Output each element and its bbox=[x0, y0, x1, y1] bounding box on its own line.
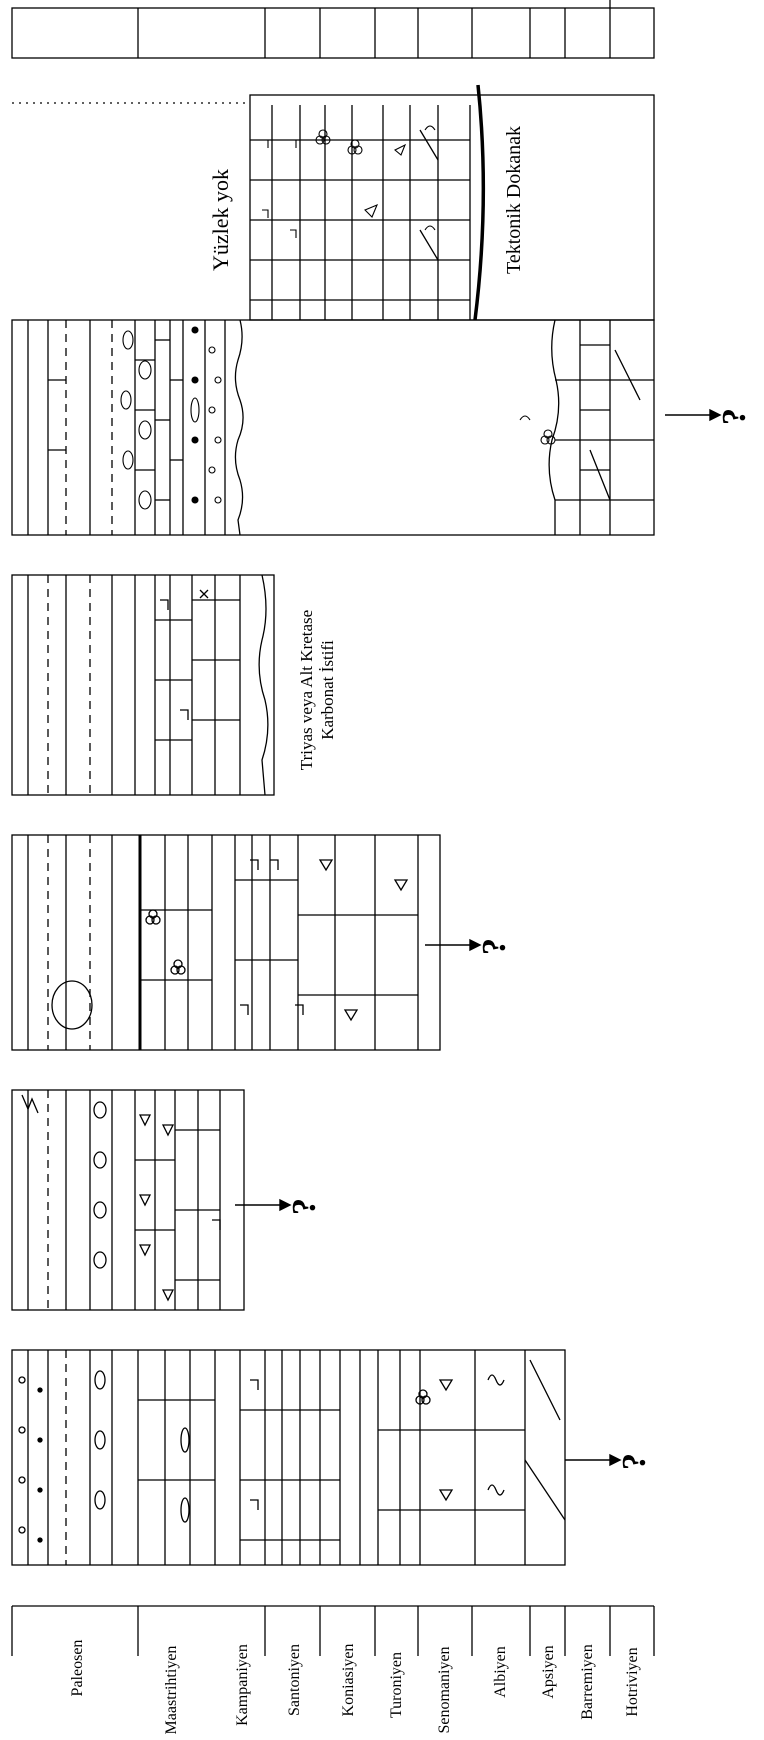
stage-label-paleosen: Paleosen bbox=[69, 1640, 86, 1697]
stage-label-barremiyen: Barremiyen bbox=[579, 1644, 596, 1720]
stage-label-turoniyen: Turoniyen bbox=[388, 1652, 405, 1718]
stage-label-koniasiyen: Koniasiyen bbox=[340, 1644, 357, 1717]
question-marks: ? ? ? ? bbox=[286, 408, 753, 1470]
stage-label-apsiyen: Apsiyen bbox=[540, 1645, 557, 1698]
stage-label-senomaniyen: Senomaniyen bbox=[436, 1646, 453, 1733]
carbonate-label-line2: Karbonat İstifi bbox=[318, 640, 337, 740]
question-mark-3: ? bbox=[286, 1198, 323, 1215]
top-stage-scale bbox=[12, 0, 654, 58]
stage-label-albiyen: Albiyen bbox=[492, 1646, 509, 1698]
annotation-labels: Yüzlek yok Tektonik Dokanak Triyas veya … bbox=[208, 126, 525, 770]
question-mark-2: ? bbox=[476, 938, 513, 955]
stage-label-santoniyen: Santoniyen bbox=[286, 1644, 303, 1716]
section-top bbox=[12, 85, 654, 535]
bottom-stage-scale bbox=[12, 1606, 654, 1656]
section-top-symbols bbox=[121, 126, 555, 509]
section-d bbox=[12, 1090, 244, 1310]
carbonate-label-line1: Triyas veya Alt Kretase bbox=[297, 610, 316, 770]
section-e bbox=[12, 1350, 565, 1565]
tectonic-contact-label: Tektonik Dokanak bbox=[503, 126, 525, 274]
section-carbonate bbox=[12, 575, 274, 795]
arrows bbox=[235, 410, 720, 1465]
stage-labels: Paleosen Maastrihtiyen Kampaniyen Santon… bbox=[69, 1640, 641, 1735]
stage-label-hotriviyen: Hotriviyen bbox=[624, 1647, 641, 1716]
section-c bbox=[12, 835, 440, 1050]
question-mark-1: ? bbox=[716, 408, 753, 425]
outcrop-absent-label: Yüzlek yok bbox=[208, 169, 233, 271]
question-mark-4: ? bbox=[616, 1453, 653, 1470]
stage-label-maastrihtiyen: Maastrihtiyen bbox=[163, 1646, 180, 1735]
stage-label-kampaniyen: Kampaniyen bbox=[234, 1644, 251, 1726]
